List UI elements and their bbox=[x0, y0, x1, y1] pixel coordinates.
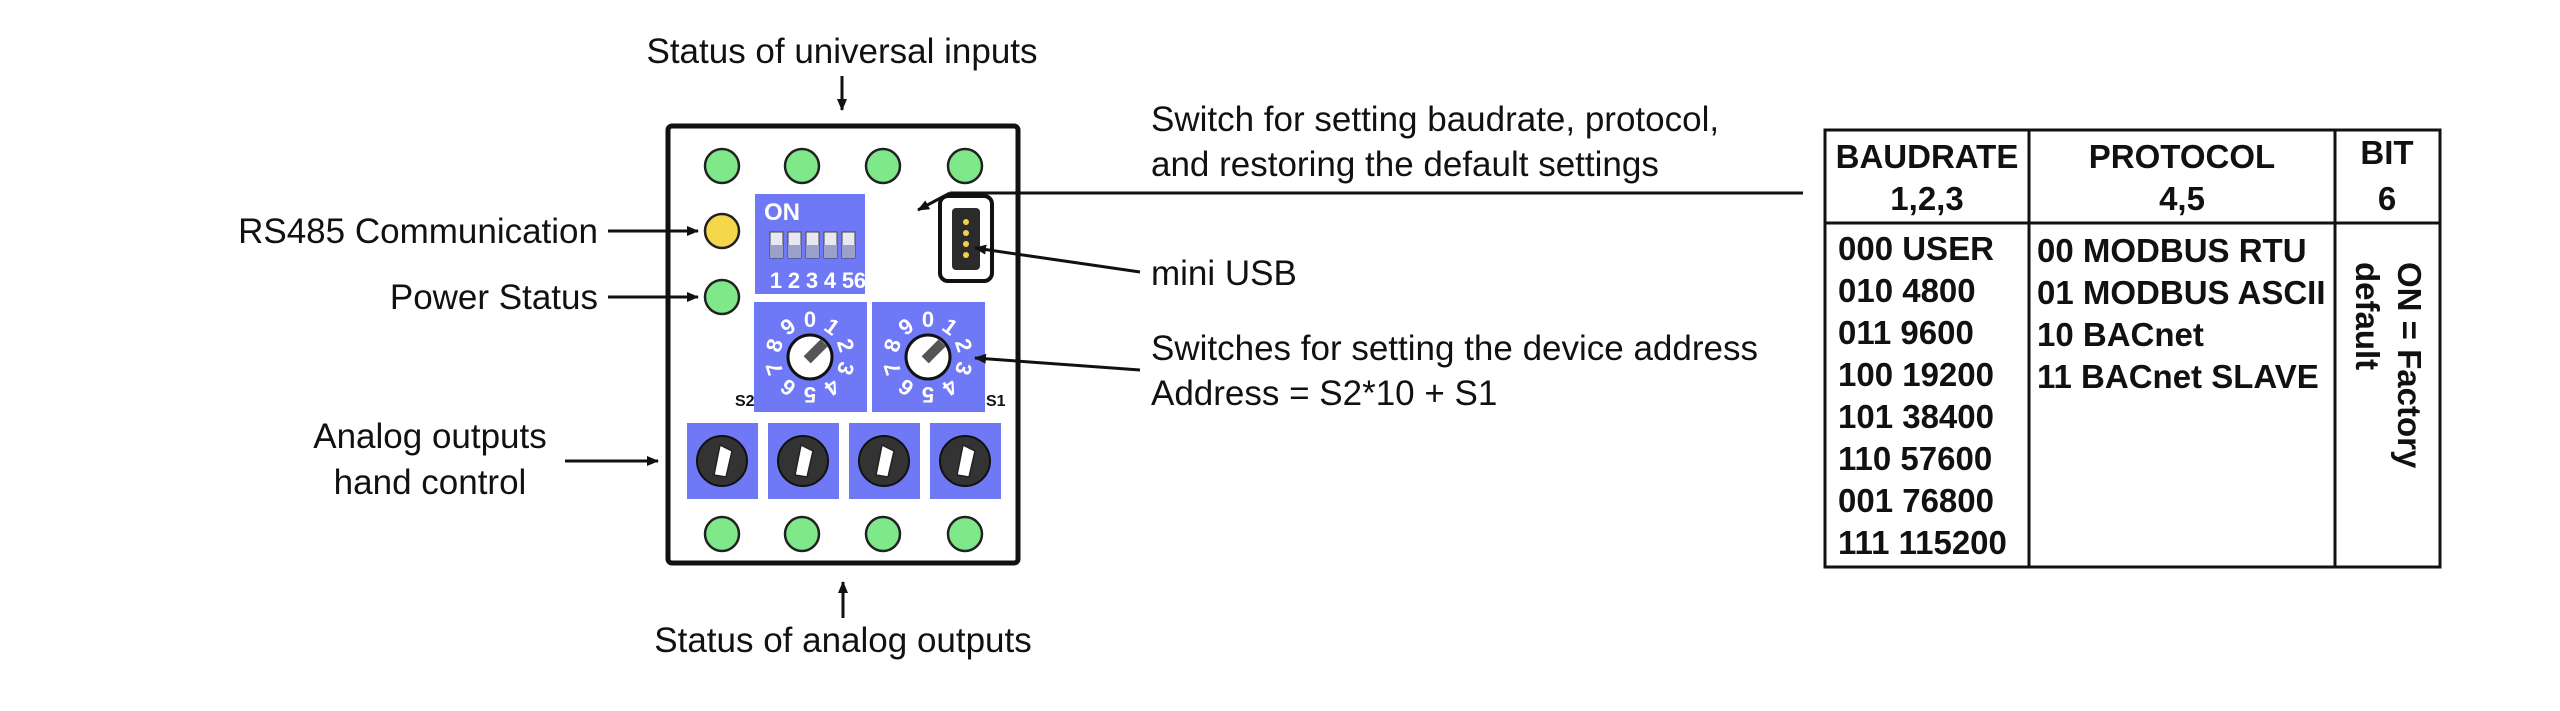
header-bit: BIT bbox=[2360, 134, 2413, 171]
dip-num-5: 5 bbox=[842, 268, 854, 293]
label-rs485: RS485 Communication bbox=[238, 212, 598, 251]
label-status-inputs: Status of universal inputs bbox=[646, 32, 1037, 71]
header-protocol-bits: 4,5 bbox=[2159, 180, 2205, 217]
input-led-1 bbox=[703, 147, 741, 185]
dip-num-3: 3 bbox=[806, 268, 818, 293]
dip-on-label: ON bbox=[764, 199, 800, 226]
input-led-3 bbox=[864, 147, 902, 185]
mini-usb-port bbox=[938, 194, 994, 283]
output-led-2 bbox=[783, 515, 821, 553]
rot-s2-digit-0: 0 bbox=[804, 307, 816, 332]
input-led-4 bbox=[946, 147, 984, 185]
header-baudrate-bits: 1,2,3 bbox=[1890, 180, 1963, 217]
output-led-1 bbox=[703, 515, 741, 553]
label-analog-hand-2: hand control bbox=[334, 463, 527, 502]
dip-switch: ON 1 2 3 4 5 6 bbox=[755, 194, 866, 294]
baud-row-1: 000 USER bbox=[1838, 230, 1994, 267]
baud-row-2: 010 4800 bbox=[1838, 272, 1976, 309]
bit-note-1: ON = Factory bbox=[2391, 262, 2428, 469]
label-power: Power Status bbox=[390, 278, 598, 317]
label-switch-baud-1: Switch for setting baudrate, protocol, bbox=[1151, 100, 1719, 139]
output-led-3 bbox=[864, 515, 902, 553]
baud-row-3: 011 9600 bbox=[1838, 314, 1974, 351]
protocol-row-2: 01 MODBUS ASCII bbox=[2037, 274, 2326, 311]
power-led bbox=[703, 278, 741, 316]
baud-row-5: 101 38400 bbox=[1838, 398, 1994, 435]
header-bit-number: 6 bbox=[2378, 180, 2396, 217]
baud-row-6: 110 57600 bbox=[1838, 440, 1992, 477]
dip-num-1: 1 bbox=[770, 268, 782, 293]
universal-input-leds bbox=[703, 147, 984, 185]
rot-s1-digit-0: 0 bbox=[922, 307, 934, 332]
protocol-row-1: 00 MODBUS RTU bbox=[2037, 232, 2307, 269]
dip-num-2: 2 bbox=[788, 268, 800, 293]
label-mini-usb: mini USB bbox=[1151, 254, 1297, 293]
label-address-1: Switches for setting the device address bbox=[1151, 329, 1758, 368]
s2-label: S2 bbox=[735, 393, 755, 410]
protocol-row-3: 10 BACnet bbox=[2037, 316, 2204, 353]
header-protocol: PROTOCOL bbox=[2089, 138, 2275, 175]
input-led-2 bbox=[783, 147, 821, 185]
hand-control-knobs bbox=[687, 423, 1001, 499]
rot-s2-digit-5: 5 bbox=[804, 382, 816, 407]
rs485-led bbox=[703, 212, 741, 250]
label-analog-hand-1: Analog outputs bbox=[313, 417, 547, 456]
rot-s1-digit-5: 5 bbox=[922, 382, 934, 407]
output-led-4 bbox=[946, 515, 984, 553]
label-address-2: Address = S2*10 + S1 bbox=[1151, 374, 1497, 413]
dip-num-6: 6 bbox=[854, 268, 866, 293]
label-status-outputs: Status of analog outputs bbox=[654, 621, 1032, 660]
analog-output-leds bbox=[703, 515, 984, 553]
label-switch-baud-2: and restoring the default settings bbox=[1151, 145, 1659, 184]
s1-label: S1 bbox=[986, 393, 1006, 410]
dip-num-4: 4 bbox=[824, 268, 837, 293]
header-baudrate: BAUDRATE bbox=[1836, 138, 2019, 175]
protocol-row-4: 11 BACnet SLAVE bbox=[2037, 358, 2319, 395]
bit-note-2: default bbox=[2349, 262, 2386, 370]
settings-table: BAUDRATE 1,2,3 PROTOCOL 4,5 BIT 6 000 US… bbox=[1823, 128, 2442, 569]
baud-row-7: 001 76800 bbox=[1838, 482, 1994, 519]
baud-row-4: 100 19200 bbox=[1838, 356, 1994, 393]
baud-row-8: 111 115200 bbox=[1838, 524, 2007, 561]
